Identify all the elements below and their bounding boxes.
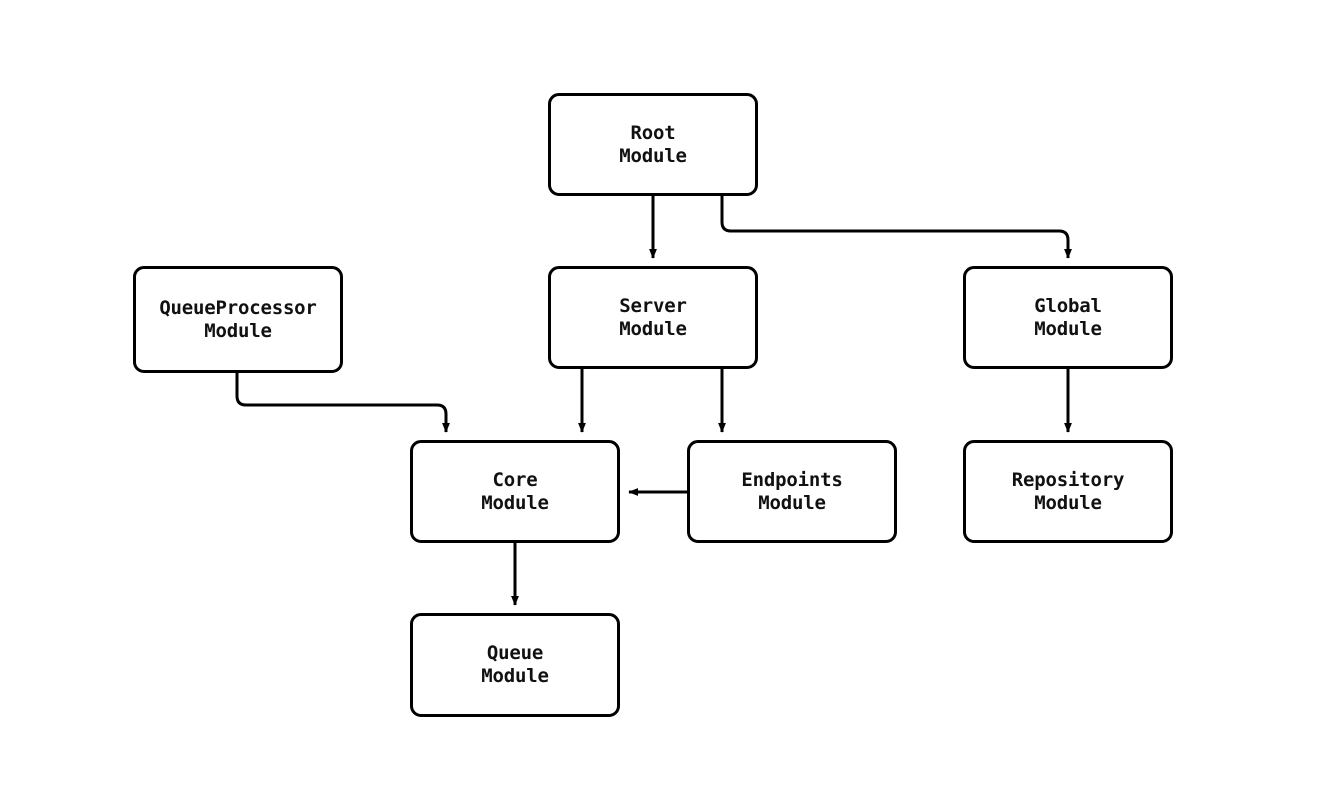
node-core[interactable]: Core Module <box>410 440 620 543</box>
node-queue-line2: Module <box>481 665 549 687</box>
node-core-line2: Module <box>481 491 549 514</box>
node-queue[interactable]: Queue Module <box>410 613 620 717</box>
node-repository[interactable]: Repository Module <box>963 440 1173 543</box>
node-root[interactable]: Root Module <box>548 93 758 196</box>
node-server[interactable]: Server Module <box>548 266 758 369</box>
node-queueprocessor-line2: Module <box>204 319 272 342</box>
node-global-line1: Global <box>1034 294 1102 317</box>
node-queueprocessor[interactable]: QueueProcessor Module <box>133 266 343 373</box>
node-queue-line1: Queue <box>486 642 544 664</box>
node-root-line2: Module <box>619 144 687 167</box>
node-server-line1: Server <box>619 294 687 317</box>
node-repository-line1: Repository <box>1011 468 1125 491</box>
node-queueprocessor-line1: QueueProcessor <box>159 296 317 319</box>
edge-root-global <box>720 196 1072 259</box>
node-core-line1: Core <box>492 468 538 491</box>
node-server-line2: Module <box>619 317 687 340</box>
node-endpoints[interactable]: Endpoints Module <box>687 440 897 543</box>
node-repository-line2: Module <box>1034 491 1102 514</box>
node-endpoints-line2: Module <box>758 491 826 514</box>
edge-queueprocessor-core <box>235 373 450 433</box>
node-endpoints-line1: Endpoints <box>741 468 843 491</box>
node-global[interactable]: Global Module <box>963 266 1173 369</box>
node-global-line2: Module <box>1034 317 1102 340</box>
node-root-line1: Root <box>630 121 676 144</box>
